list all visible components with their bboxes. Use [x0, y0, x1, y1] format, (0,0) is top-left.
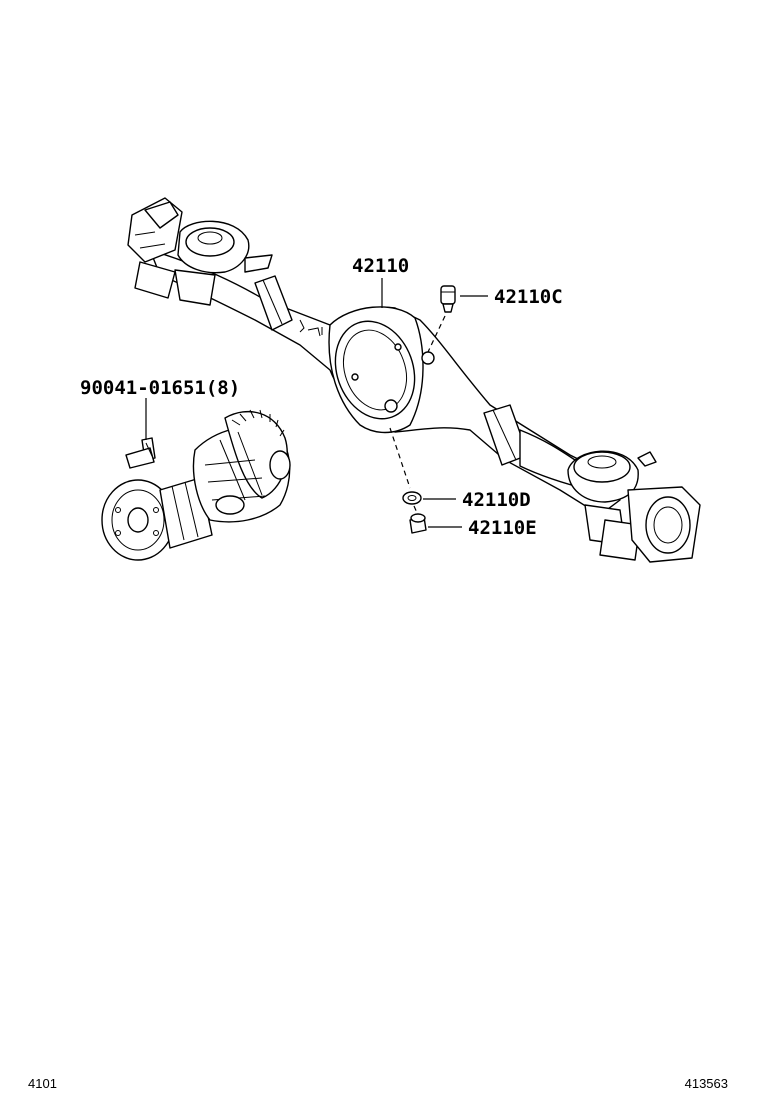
footer-right-code: 413563	[684, 1076, 728, 1091]
breather-plug[interactable]	[440, 285, 456, 313]
axle-housing[interactable]	[127, 197, 701, 563]
callout-breather-plug: 42110C	[494, 286, 563, 308]
carrier-bolt[interactable]	[125, 437, 156, 469]
callout-carrier-bolt: 90041-01651(8)	[80, 377, 240, 399]
footer-left-code: 4101	[28, 1076, 57, 1091]
callout-drain-plug: 42110E	[468, 517, 537, 539]
drain-plug[interactable]	[409, 513, 427, 534]
callout-gasket: 42110D	[462, 489, 531, 511]
callout-housing: 42110	[352, 255, 409, 277]
gasket[interactable]	[402, 491, 422, 505]
differential-carrier[interactable]	[101, 409, 291, 561]
